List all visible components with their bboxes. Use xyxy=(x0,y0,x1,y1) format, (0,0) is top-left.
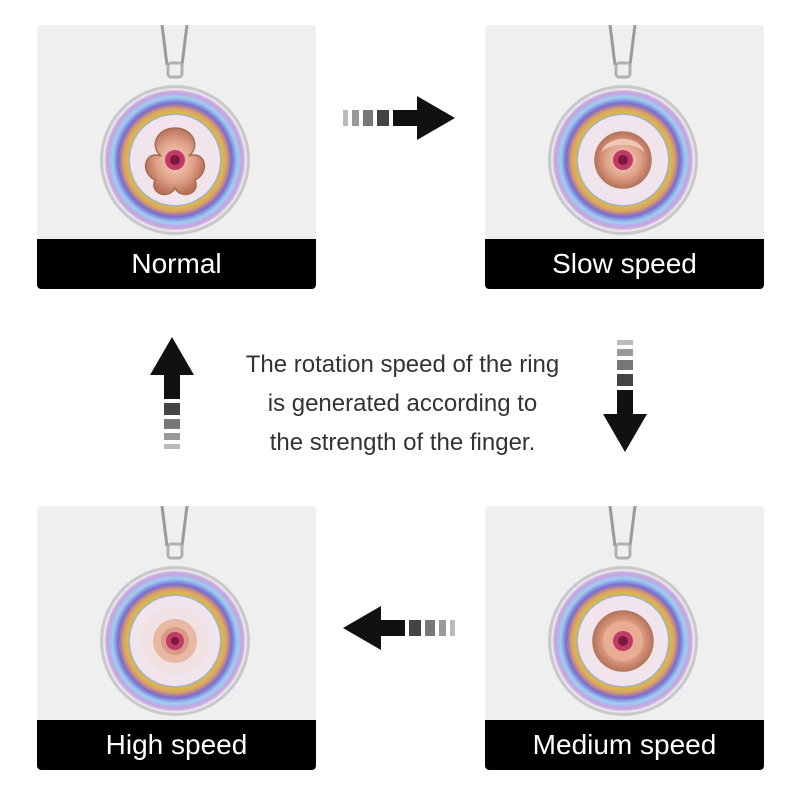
step-label: Slow speed xyxy=(485,239,764,289)
step-card-normal: Normal xyxy=(37,25,316,289)
step-card-medium: Medium speed xyxy=(485,506,764,770)
step-card-slow: Slow speed xyxy=(485,25,764,289)
pendant-medium-image xyxy=(546,506,700,718)
pendant-high-image xyxy=(98,506,252,718)
step-label: Normal xyxy=(37,239,316,289)
arrow-up-icon xyxy=(150,337,194,449)
arrow-right-icon xyxy=(343,96,455,140)
caption-line: The rotation speed of the ring xyxy=(245,351,560,378)
caption-line: the strength of the finger. xyxy=(269,429,536,456)
pendant-slow-image xyxy=(546,25,700,237)
pendant-normal-image xyxy=(98,25,252,237)
step-label: Medium speed xyxy=(485,720,764,770)
step-label: High speed xyxy=(37,720,316,770)
arrow-down-icon xyxy=(603,340,647,452)
step-card-high: High speed xyxy=(37,506,316,770)
rotation-caption: The rotation speed of the ring is genera… xyxy=(200,345,605,462)
arrow-left-icon xyxy=(343,606,455,650)
caption-line: is generated according to xyxy=(267,390,538,417)
